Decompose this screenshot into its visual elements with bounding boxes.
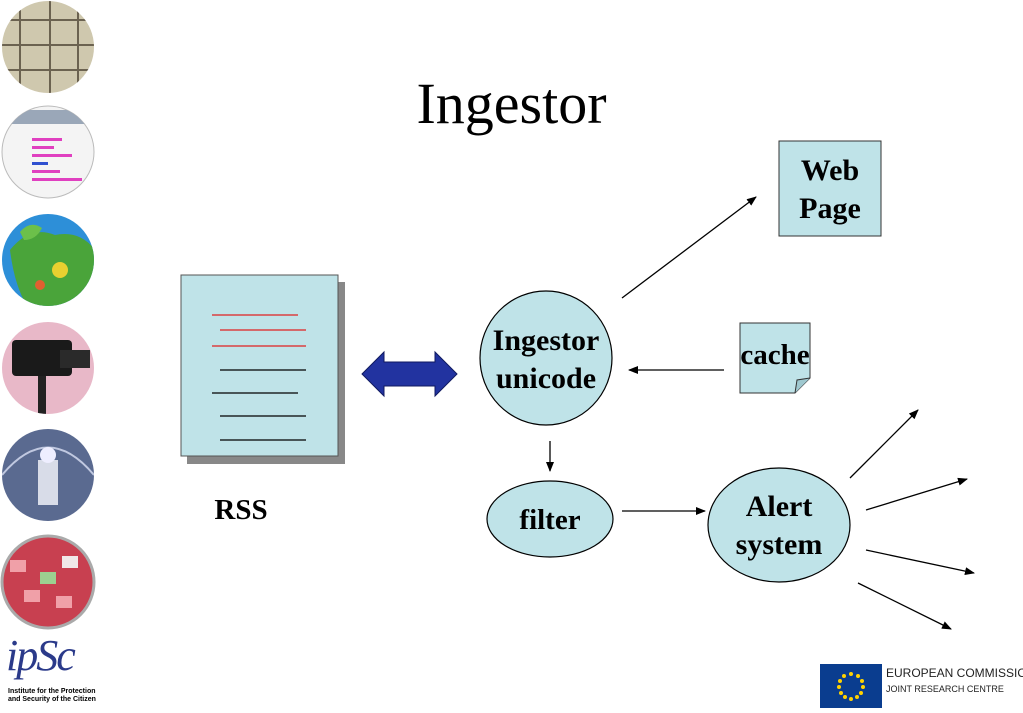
ec-name: EUROPEAN COMMISSION bbox=[886, 666, 1023, 680]
alert-label-line1: Alert bbox=[745, 490, 813, 523]
ec-subtitle: JOINT RESEARCH CENTRE bbox=[886, 684, 1004, 694]
alert-out-arrow-3 bbox=[865, 549, 975, 576]
camera-photo-icon bbox=[2, 322, 94, 414]
europe-map-icon bbox=[2, 214, 94, 306]
ingestor-node bbox=[479, 290, 613, 426]
web-page-label-line1: Web bbox=[800, 154, 860, 187]
cache-label: cache bbox=[740, 339, 810, 371]
ingestor-label: Ingestor unicode bbox=[480, 322, 612, 397]
filter-node bbox=[486, 480, 614, 558]
rss-label: RSS bbox=[214, 494, 268, 526]
web-page-label: Web Page bbox=[779, 152, 881, 227]
rss-document bbox=[180, 274, 345, 464]
ec-logo: EUROPEAN COMMISSION JOINT RESEARCH CENTR… bbox=[820, 664, 1023, 708]
alert-system-node bbox=[707, 467, 851, 583]
alert-out-arrow-1 bbox=[849, 409, 919, 479]
double-arrow-icon bbox=[361, 350, 458, 398]
photo-strip bbox=[0, 1, 96, 630]
alert-label: Alert system bbox=[708, 488, 850, 563]
ipsc-logo: ipSc Institute for the Protection and Se… bbox=[4, 631, 114, 706]
alert-label-line2: system bbox=[735, 527, 823, 561]
filter-label: filter bbox=[519, 504, 581, 536]
lab-photo-icon bbox=[2, 429, 94, 521]
alert-out-arrow-4 bbox=[857, 582, 952, 630]
ipsc-mark: ipSc bbox=[6, 631, 76, 680]
web-page-node bbox=[778, 140, 882, 237]
ingestor-label-line2: unicode bbox=[495, 361, 597, 395]
arrow-to-web-page bbox=[621, 196, 757, 299]
ipsc-text-line2: and Security of the Citizen bbox=[8, 696, 96, 703]
alert-out-arrow-2 bbox=[865, 477, 968, 511]
ipsc-text-line1: Institute for the Protection bbox=[8, 688, 96, 695]
ipsc-text: Institute for the Protection and Securit… bbox=[8, 688, 118, 704]
pills-photo-icon bbox=[0, 534, 96, 630]
chart-screenshot-icon bbox=[1, 105, 95, 199]
page-title: Ingestor bbox=[416, 71, 607, 136]
web-page-label-line2: Page bbox=[799, 191, 861, 225]
eu-flag-icon bbox=[820, 664, 882, 708]
factory-photo-icon bbox=[2, 1, 94, 93]
ingestor-label-line1: Ingestor bbox=[492, 324, 600, 357]
